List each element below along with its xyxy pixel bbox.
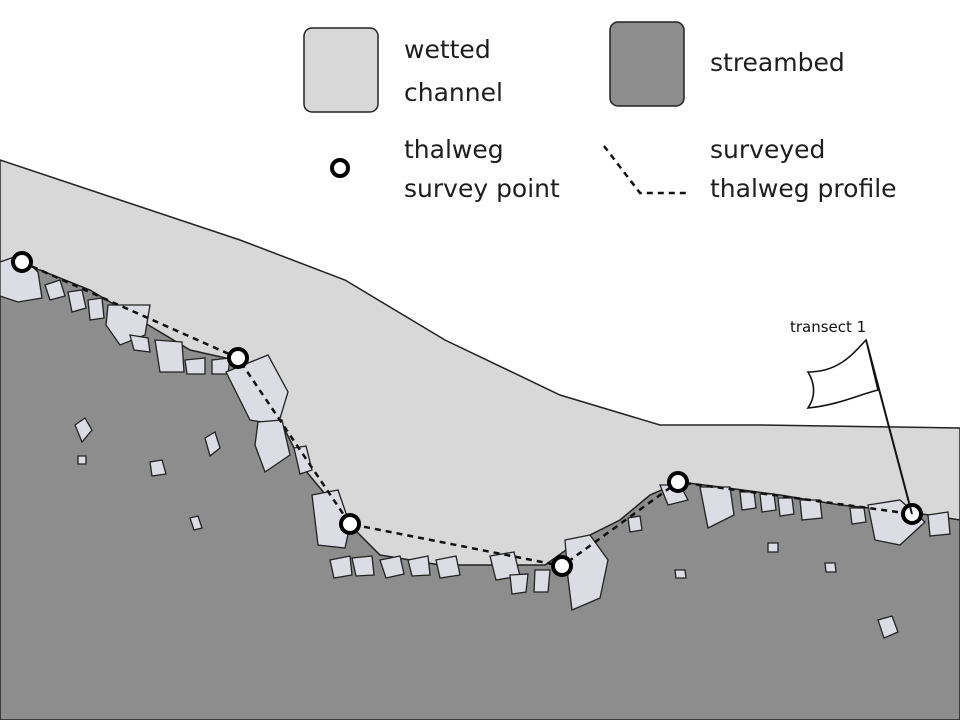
cobble [407,555,431,577]
surveyed-thalweg-profile [21,260,913,568]
legend-survey-point-label: thalweg [404,135,504,164]
legend-streambed-label: streambed [710,48,845,77]
survey-points [11,251,923,577]
cobble [759,493,777,513]
legend-survey-point-label-2: survey point [404,174,560,203]
legend-survey-point-icon [330,158,350,178]
cobble [225,354,289,426]
legend-profile-label: surveyed [710,135,825,164]
legend-wetted-channel-label: wetted [404,35,491,64]
cobble [877,615,899,639]
cobble [509,573,529,595]
cobble [87,297,105,321]
cobble [927,511,951,537]
cobble-group [0,254,951,611]
cobble [154,339,185,373]
thalweg-survey-point [227,347,249,369]
cobble [435,555,461,579]
transect-label: transect 1 [790,318,866,336]
cobble [311,489,351,549]
cobble [799,499,823,521]
cobble [824,562,837,573]
cobble [67,289,87,313]
cobble [533,569,551,593]
legend-profile-line-icon [603,145,686,195]
flag-icon [806,338,879,409]
transect-flag: transect 1 [790,318,913,515]
legend: wetted channel streambed thalweg survey … [303,21,897,203]
thalweg-survey-point [339,513,361,535]
cobble [379,555,405,579]
cobble [184,357,206,375]
legend-wetted-channel-swatch [303,27,379,113]
cobble [564,534,609,611]
loose-rocks [74,417,899,639]
cobble [204,431,221,458]
cobble [739,491,757,511]
cobble [767,542,779,553]
cobble [674,569,687,579]
thalweg-survey-point [667,471,689,493]
cobble [189,515,203,531]
cobble [351,555,375,577]
cobble [627,515,643,533]
cobble [74,417,93,444]
cobble [254,419,291,474]
cobble [44,279,66,301]
legend-wetted-channel-label-2: channel [404,78,503,107]
legend-streambed-swatch [609,21,685,107]
cobble [849,507,867,525]
legend-profile-label-2: thalweg profile [710,174,897,203]
cobble [149,459,167,477]
cobble [77,455,87,465]
thalweg-survey-point [551,555,573,577]
thalweg-survey-point [11,251,33,273]
cobble [129,334,151,353]
cobble [329,555,353,579]
cobble [777,497,795,517]
cobble [293,445,313,475]
